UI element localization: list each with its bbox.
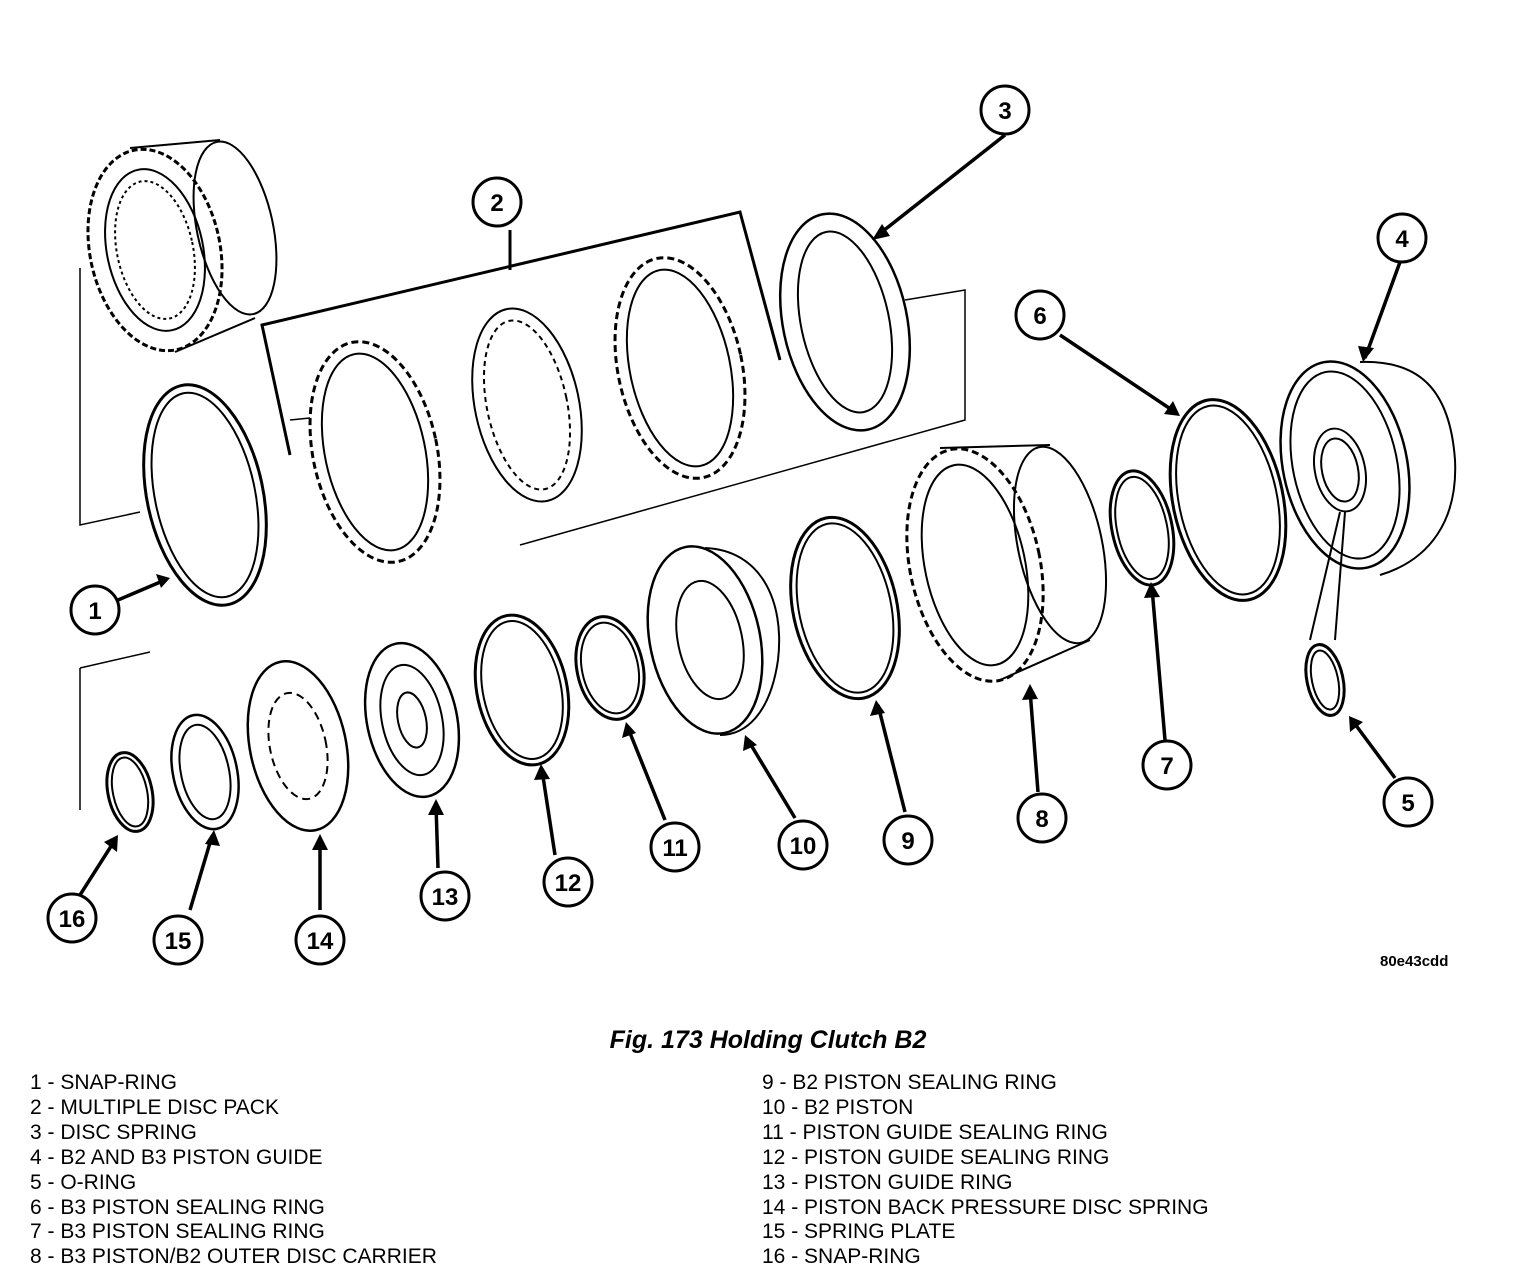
legend-item: 14 - PISTON BACK PRESSURE DISC SPRING (762, 1195, 1209, 1219)
guide-lines (79, 268, 966, 810)
disc-spring-part-3 (778, 212, 912, 432)
callout-label: 10 (790, 833, 817, 860)
callout-label: 2 (490, 190, 503, 217)
legend-item: 10 - B2 PISTON (762, 1095, 914, 1119)
callout-label: 3 (998, 98, 1011, 125)
legend-right-column: 9 - B2 PISTON SEALING RING 10 - B2 PISTO… (762, 1071, 1209, 1270)
callout-9: 9 (882, 814, 934, 866)
leader-arrows (78, 133, 1402, 911)
upper-drum (86, 139, 278, 353)
sealing-ring-part-6 (1168, 398, 1288, 602)
callout-16: 16 (46, 892, 98, 944)
callout-12: 12 (542, 856, 594, 908)
legend-item: 13 - PISTON GUIDE RING (762, 1170, 1013, 1194)
callout-label: 12 (555, 870, 582, 897)
callout-label: 8 (1035, 806, 1048, 833)
arrow-heads (104, 224, 1374, 852)
callout-15: 15 (152, 914, 204, 966)
callout-label: 6 (1033, 303, 1046, 330)
callout-label: 7 (1160, 753, 1173, 780)
callout-label: 4 (1395, 226, 1409, 253)
legend-left-column: 1 - SNAP-RING 2 - MULTIPLE DISC PACK 3 -… (30, 1071, 437, 1270)
piston-guide-ring-part-13 (363, 641, 461, 799)
sealing-ring-part-12 (473, 613, 571, 767)
legend-item: 9 - B2 PISTON SEALING RING (762, 1071, 1057, 1094)
callout-1: 1 (69, 584, 121, 636)
legend-item: 5 - O-RING (30, 1170, 137, 1194)
callout-2: 2 (471, 176, 523, 228)
callout-8: 8 (1016, 792, 1068, 844)
disc-pack-bracket (260, 210, 782, 456)
callout-label: 16 (59, 906, 86, 933)
callout-label: 11 (662, 835, 687, 862)
figure-caption: Fig. 173 Holding Clutch B2 (609, 1026, 927, 1054)
callout-label: 5 (1401, 790, 1414, 817)
legend-item: 16 - SNAP-RING (762, 1245, 921, 1269)
o-ring-part-5 (1304, 643, 1346, 717)
sealing-ring-part-7 (1108, 469, 1176, 587)
callout-7: 7 (1141, 739, 1193, 791)
legend-item: 11 - PISTON GUIDE SEALING RING (762, 1120, 1108, 1144)
callout-6: 6 (1014, 289, 1066, 341)
outer-disc-carrier-part-8 (905, 444, 1108, 683)
legend-item: 4 - B2 AND B3 PISTON GUIDE (30, 1145, 323, 1169)
callout-label: 9 (901, 828, 914, 855)
snap-ring-part-16 (105, 751, 155, 833)
legend-item: 7 - B3 PISTON SEALING RING (30, 1220, 325, 1244)
legend-item: 8 - B3 PISTON/B2 OUTER DISC CARRIER (30, 1245, 437, 1269)
callout-10: 10 (777, 819, 829, 871)
legend-item: 12 - PISTON GUIDE SEALING RING (762, 1145, 1110, 1169)
b2-piston-part-10 (646, 545, 781, 736)
snap-ring-part-1 (142, 383, 268, 607)
callout-3: 3 (979, 84, 1031, 136)
legend-item: 2 - MULTIPLE DISC PACK (30, 1095, 279, 1119)
callout-label: 13 (432, 884, 459, 911)
piston-guide-part-4 (1279, 360, 1457, 641)
sealing-ring-part-11 (574, 615, 646, 721)
callout-13: 13 (419, 870, 471, 922)
sealing-ring-part-9 (789, 515, 901, 701)
callout-label: 1 (88, 598, 101, 625)
legend-item: 3 - DISC SPRING (30, 1120, 197, 1144)
callout-11: 11 (649, 821, 701, 873)
figure-reference-code: 80e43cdd (1380, 953, 1449, 970)
callout-14: 14 (294, 914, 346, 966)
disc-pack-discs (308, 256, 747, 564)
legend-item: 6 - B3 PISTON SEALING RING (30, 1195, 325, 1219)
legend-item: 1 - SNAP-RING (30, 1071, 178, 1094)
spring-plate-part-15 (170, 713, 240, 831)
exploded-view-diagram: 1 2 3 4 5 6 7 8 9 10 11 12 (46, 84, 1457, 966)
callout-label: 15 (165, 928, 192, 955)
callout-4: 4 (1376, 212, 1428, 264)
callout-label: 14 (307, 928, 334, 955)
legend-item: 15 - SPRING PLATE (762, 1220, 956, 1244)
callout-5: 5 (1382, 776, 1434, 828)
disc-spring-part-14 (246, 660, 350, 832)
